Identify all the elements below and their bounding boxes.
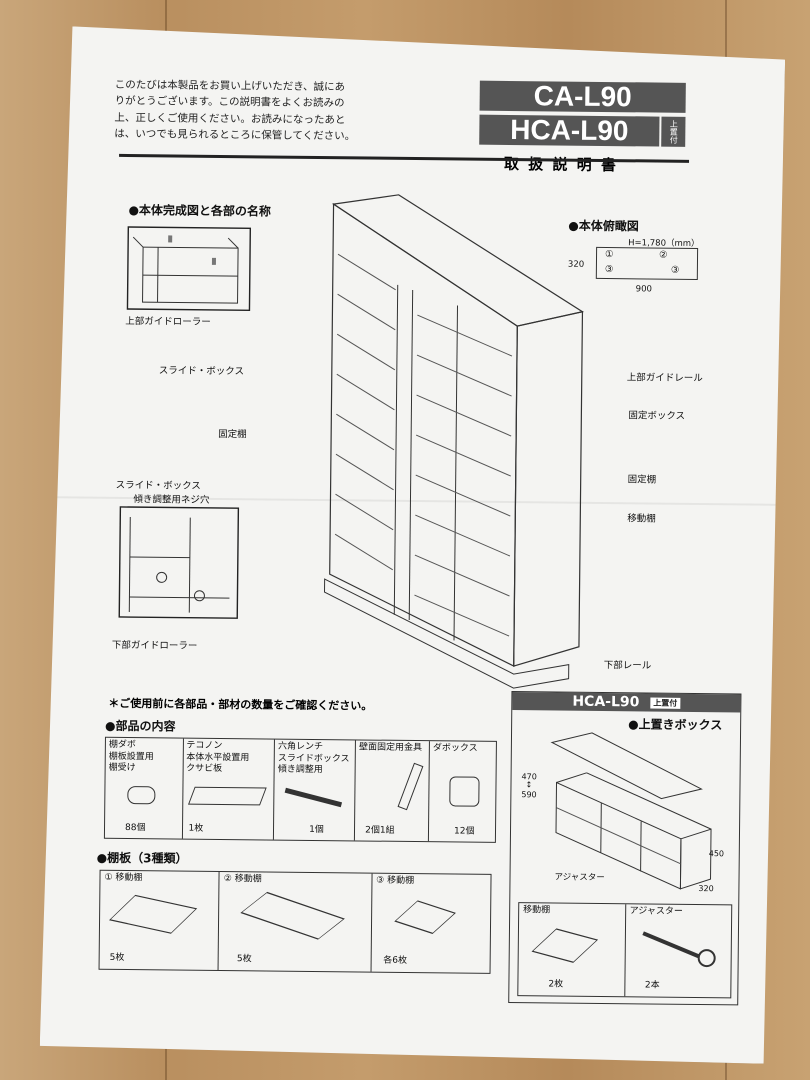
label-fixed-shelf-left: 固定棚 xyxy=(218,428,247,441)
cabinet-drawing xyxy=(314,194,589,677)
item-name: 六角レンチ xyxy=(277,741,324,753)
depth-dim: 320 xyxy=(567,259,585,270)
label-fixed-box: 固定ボックス xyxy=(628,410,686,422)
item-desc: クサビ板 xyxy=(186,764,223,775)
item-desc: 棚受け xyxy=(108,763,136,774)
shelf-board-icon xyxy=(394,900,456,934)
top-box-model: HCA-L90 xyxy=(572,693,640,711)
shelf-board-icon xyxy=(241,892,346,940)
item-qty: 1枚 xyxy=(188,823,204,835)
document-title: 取 扱 説 明 書 xyxy=(503,154,618,175)
cell-2: ② xyxy=(658,249,668,261)
label-upper-guide-roller: 上部ガイドローラー xyxy=(125,315,211,328)
upper-roller-detail xyxy=(127,227,253,318)
intro-text: このたびは本製品をお買い上げいただき、誠にあ りがとうございます。この説明書をよ… xyxy=(114,77,375,145)
content-cell: テコノン 本体水平設置用 クサビ板 1枚 xyxy=(182,739,275,840)
moving-shelf-icon xyxy=(532,928,599,962)
top-box-parts: 移動棚 2枚 アジャスター 2本 xyxy=(517,902,732,998)
shelf-qty: 5枚 xyxy=(109,953,125,964)
part-qty: 2枚 xyxy=(548,979,564,990)
dowel-icon xyxy=(127,786,155,804)
shelf-cell: ③ 移動棚 各6枚 xyxy=(371,874,490,973)
top-box-tag: 上置付 xyxy=(650,697,680,708)
part-title: アジャスター xyxy=(629,906,683,917)
item-qty: 1個 xyxy=(309,825,324,836)
label-slide-box-screw-1: スライド・ボックス xyxy=(115,479,201,492)
dim-arrow: ↕ xyxy=(525,780,533,790)
shelf-cell: ② 移動棚 5枚 xyxy=(219,872,372,972)
top-box-panel: HCA-L90 上置付 ●上置きボックス 470 ↕ 590 450 320 ア… xyxy=(508,691,741,1005)
content-cell: 壁面固定用金具 2個1組 xyxy=(355,740,430,841)
intro-line: は、いつでも見られるところに保管してください。 xyxy=(114,127,356,143)
shelf-qty: 各6枚 xyxy=(383,956,408,967)
cell-3b: ③ xyxy=(670,264,680,276)
contents-table: 棚ダボ 棚板設置用 棚受け 88個 テコノン 本体水平設置用 クサビ板 1枚 六… xyxy=(104,737,497,843)
instruction-sheet: このたびは本製品をお買い上げいただき、誠にあ りがとうございます。この説明書をよ… xyxy=(40,26,786,1064)
item-qty: 88個 xyxy=(124,823,146,834)
dim-590: 590 xyxy=(521,790,537,800)
adjuster-bolt-icon xyxy=(642,931,699,958)
section-title-top-box: ●上置きボックス xyxy=(628,717,723,733)
section-title-contents: ●部品の内容 xyxy=(105,718,176,734)
shelf-cell: ① 移動棚 5枚 xyxy=(100,871,220,970)
model-title-1: CA-L90 xyxy=(480,81,686,113)
item-name: 棚ダボ xyxy=(108,739,136,751)
dim-320: 320 xyxy=(698,884,714,894)
check-note: ＊ご使用前に各部品・部材の数量をご確認ください。 xyxy=(108,696,373,713)
label-slide-box: スライド・ボックス xyxy=(158,365,245,378)
shelf-board-icon xyxy=(109,895,197,934)
adjuster-foot-icon xyxy=(697,949,715,967)
dim-450: 450 xyxy=(708,849,725,859)
content-cell: ダボックス 12個 xyxy=(429,741,496,842)
model-tag: 上置付 xyxy=(661,117,685,147)
item-qty: 12個 xyxy=(454,826,475,837)
item-name: テコノン xyxy=(186,740,223,752)
item-name: 壁面固定用金具 xyxy=(358,742,423,754)
label-moving-shelf: 移動棚 xyxy=(627,513,656,525)
shelf-label: ② 移動棚 xyxy=(223,874,262,885)
section-title-shelves: ●棚板（3種類） xyxy=(96,850,188,866)
label-slide-box-screw-2: 傾き調整用ネジ穴 xyxy=(133,494,210,506)
top-box-drawing xyxy=(520,732,732,894)
label-fixed-shelf-right: 固定棚 xyxy=(627,474,657,486)
adjuster-callout: アジャスター xyxy=(554,872,605,884)
cell-3a: ③ xyxy=(604,263,614,276)
top-view-outline: ① ② ③ ③ xyxy=(596,247,698,280)
shelf-label: ① 移動棚 xyxy=(104,872,143,884)
content-cell: 棚ダボ 棚板設置用 棚受け 88個 xyxy=(105,738,184,839)
label-upper-guide-rail: 上部ガイドレール xyxy=(626,372,703,385)
item-name: ダボックス xyxy=(432,743,478,754)
width-dim: 900 xyxy=(635,284,652,295)
wall-bracket-icon xyxy=(398,763,424,811)
content-cell: 六角レンチ スライドボックス 傾き調整用 1個 xyxy=(274,740,356,841)
item-qty: 2個1組 xyxy=(365,825,395,837)
label-lower-guide-roller: 下部ガイドローラー xyxy=(111,639,198,652)
label-lower-rail: 下部レール xyxy=(603,660,652,672)
model-title-2: HCA-L90 xyxy=(479,115,659,147)
part-qty: 2本 xyxy=(644,980,660,991)
shelf-label: ③ 移動棚 xyxy=(376,875,415,887)
top-box-part-cell: 移動棚 2枚 xyxy=(518,903,625,996)
shelves-table: ① 移動棚 5枚 ② 移動棚 5枚 ③ 移動棚 各6枚 xyxy=(99,870,492,974)
top-box-part-cell: アジャスター 2本 xyxy=(625,904,731,997)
lower-roller-detail xyxy=(119,507,240,623)
wedge-plate-icon xyxy=(187,787,266,806)
item-desc: 傾き調整用 xyxy=(277,764,323,776)
top-box-header: HCA-L90 上置付 xyxy=(512,692,740,712)
part-title: 移動棚 xyxy=(523,905,551,916)
cell-1: ① xyxy=(604,249,614,261)
section-title-parts: ●本体完成図と各部の名称 xyxy=(128,203,272,219)
shelf-qty: 5枚 xyxy=(236,954,252,965)
hex-wrench-icon xyxy=(285,788,342,807)
section-title-top-view: ●本体俯瞰図 xyxy=(568,218,639,234)
dowel-box-icon xyxy=(449,776,479,806)
